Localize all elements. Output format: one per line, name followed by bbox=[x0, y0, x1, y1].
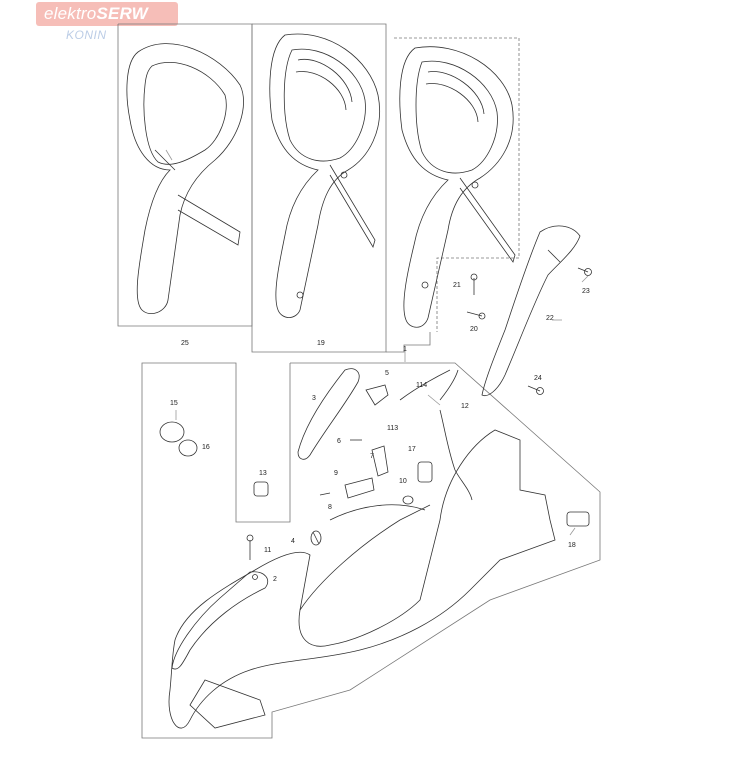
frame-1-dashed bbox=[394, 37, 520, 332]
frame-main bbox=[141, 362, 601, 739]
label-17: 17 bbox=[408, 446, 416, 453]
label-4: 4 bbox=[291, 538, 295, 545]
label-18: 18 bbox=[568, 542, 576, 549]
cable-14 bbox=[399, 369, 451, 401]
pin-8 bbox=[319, 492, 331, 496]
label-23: 23 bbox=[582, 288, 590, 295]
label-7: 7 bbox=[370, 453, 374, 460]
label-113: 113 bbox=[387, 425, 398, 432]
part-10 bbox=[402, 495, 414, 505]
label-114: 114 bbox=[416, 382, 427, 389]
handle-19 bbox=[269, 33, 380, 318]
label-21: 21 bbox=[453, 282, 461, 289]
housing-1 bbox=[168, 429, 556, 729]
label-5: 5 bbox=[385, 370, 389, 377]
cable-12 bbox=[439, 369, 473, 501]
part-labels: 25 19 1 23 21 20 22 24 3 5 114 12 15 6 1… bbox=[170, 282, 590, 583]
screw-23 bbox=[577, 267, 592, 276]
oring-16 bbox=[178, 439, 198, 457]
label-10: 10 bbox=[399, 478, 407, 485]
label-13: 13 bbox=[259, 470, 267, 477]
label-20: 20 bbox=[470, 326, 478, 333]
screw-11 bbox=[246, 534, 254, 560]
screw-18 bbox=[566, 511, 590, 527]
filter-13 bbox=[253, 481, 269, 497]
handle-1 bbox=[399, 46, 516, 328]
frame-19 bbox=[251, 23, 387, 353]
part-7 bbox=[371, 445, 389, 477]
label-6: 6 bbox=[337, 438, 341, 445]
screw-24 bbox=[527, 385, 544, 395]
label-25: 25 bbox=[181, 340, 189, 347]
label-12: 12 bbox=[461, 403, 469, 410]
label-22: 22 bbox=[546, 315, 554, 322]
screw-20 bbox=[466, 311, 486, 320]
handle-25 bbox=[126, 43, 244, 314]
frame-1-link bbox=[386, 332, 431, 353]
label-24: 24 bbox=[534, 375, 542, 382]
logo-background bbox=[36, 2, 178, 26]
part-9 bbox=[344, 477, 375, 499]
label-3: 3 bbox=[312, 395, 316, 402]
lever-5 bbox=[365, 384, 389, 406]
label-2: 2 bbox=[273, 576, 277, 583]
valve-15 bbox=[159, 421, 185, 443]
elektroserw-logo: elektroSERW KONIN bbox=[36, 2, 180, 44]
cover-22 bbox=[481, 225, 581, 397]
label-11: 11 bbox=[264, 547, 271, 554]
spring-17 bbox=[417, 461, 433, 483]
trigger-3 bbox=[297, 368, 360, 460]
side-2 bbox=[171, 571, 269, 670]
frame-25 bbox=[117, 23, 253, 327]
label-9: 9 bbox=[334, 470, 338, 477]
logo-brand: elektroSERW bbox=[44, 4, 148, 23]
spring-4 bbox=[310, 530, 322, 546]
label-16: 16 bbox=[202, 444, 210, 451]
label-19: 19 bbox=[317, 340, 325, 347]
label-8: 8 bbox=[328, 504, 332, 511]
label-15: 15 bbox=[170, 400, 178, 407]
screw-21 bbox=[470, 273, 478, 295]
label-1: 1 bbox=[403, 346, 407, 353]
logo-city: KONIN bbox=[66, 28, 107, 42]
